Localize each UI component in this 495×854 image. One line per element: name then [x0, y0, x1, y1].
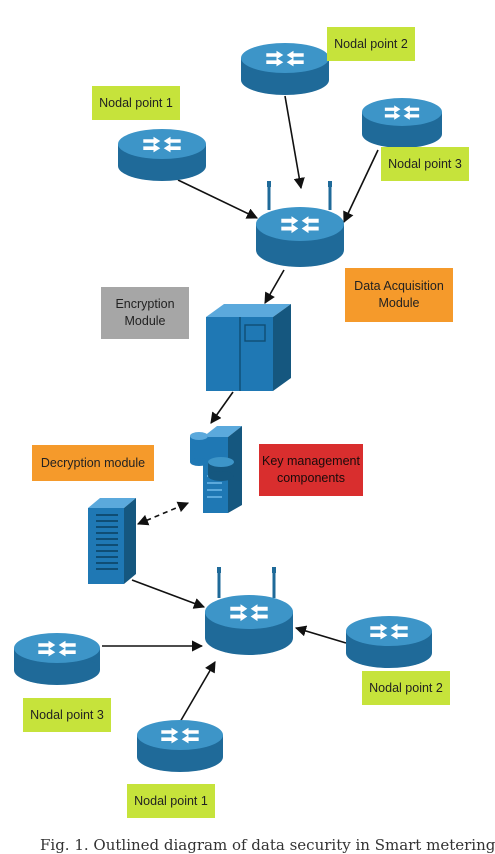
hub-router-icon-top	[256, 181, 344, 267]
key-management-server-icon	[190, 426, 242, 513]
router-icon-top-nodal-1	[118, 129, 206, 181]
link-bottom-nodal2-to-hub	[294, 625, 347, 644]
label-bottom-nodal-point-1: Nodal point 1	[127, 784, 215, 818]
router-icon-bottom-nodal-3	[14, 633, 100, 685]
link-decryption-to-hub	[131, 579, 206, 609]
router-icon-bottom-nodal-1	[137, 720, 223, 772]
link-hub-to-encryption-server	[264, 269, 285, 304]
label-encryption-module: Encryption Module	[101, 287, 189, 339]
label-data-acquisition-module: Data Acquisition Module	[345, 268, 453, 322]
label-top-nodal-point-1: Nodal point 1	[92, 86, 180, 120]
decryption-server-icon	[88, 498, 136, 584]
link-top-nodal1-to-hub	[177, 179, 259, 219]
router-icon-bottom-nodal-2	[346, 616, 432, 668]
diagram-canvas	[14, 43, 442, 772]
encryption-server-icon	[206, 304, 291, 391]
label-top-nodal-point-3: Nodal point 3	[381, 147, 469, 181]
link-encryption-to-key-server	[210, 391, 234, 424]
figure-caption: Fig. 1. Outlined diagram of data securit…	[40, 836, 495, 854]
link-top-nodal3-to-hub	[343, 149, 379, 224]
hub-router-icon-bottom	[205, 567, 293, 655]
router-icon-top-nodal-3	[362, 98, 442, 148]
router-icon-top-nodal-2	[241, 43, 329, 95]
label-bottom-nodal-point-2: Nodal point 2	[362, 671, 450, 705]
label-key-management-components: Key management components	[259, 444, 363, 496]
label-decryption-module: Decryption module	[32, 445, 154, 481]
label-bottom-nodal-point-3: Nodal point 3	[23, 698, 111, 732]
label-top-nodal-point-2: Nodal point 2	[327, 27, 415, 61]
link-top-nodal2-to-hub	[284, 95, 305, 190]
link-decryption-key-dashed	[136, 501, 190, 526]
link-bottom-nodal1-to-hub	[179, 661, 216, 723]
